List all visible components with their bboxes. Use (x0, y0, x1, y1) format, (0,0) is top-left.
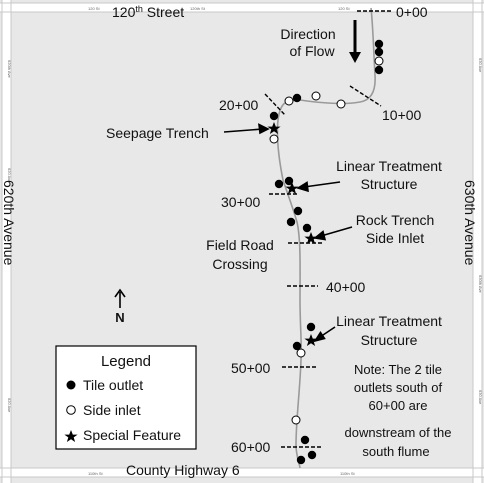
tile-outlet-marker (274, 179, 284, 189)
stream-channel (276, 7, 376, 469)
road-name-south: County Highway 6 (126, 462, 240, 478)
road-label-north-mid: 120th St (190, 6, 206, 11)
road-label-east-top: 630 Ave (478, 58, 483, 73)
tile-outlet-marker (374, 65, 384, 75)
callout-arrows (223, 123, 353, 343)
legend-title: Legend (101, 353, 151, 370)
side-inlet-marker (311, 91, 321, 101)
legend-tile-outlet-symbol (66, 380, 76, 390)
tile-outlet-marker (300, 435, 310, 445)
road-county-highway-6 (0, 468, 484, 477)
note-line1: Note: The 2 tile (354, 362, 442, 377)
note-line3: 60+00 are (369, 398, 428, 413)
legend-special-feature-label: Special Feature (83, 427, 181, 443)
tile-outlet-marker (292, 341, 302, 351)
side-inlet-marker (284, 96, 294, 106)
tile-outlet-marker (286, 217, 296, 227)
special-feature-star-lts1 (285, 182, 299, 194)
callout-arrow-lts1 (303, 181, 341, 188)
note-line5: south flume (362, 444, 429, 459)
road-label-south-right: 110th St (340, 471, 355, 476)
station-label-10: 10+00 (382, 107, 422, 123)
road-label-west-mid: 620 Ave (7, 168, 12, 183)
road-label-east-mid: 630th Ave (478, 275, 483, 293)
side-inlet-marker (269, 134, 279, 144)
label-field-road-line1: Field Road (206, 237, 274, 253)
label-rock-trench-line1: Rock Trench (356, 212, 435, 228)
special-feature-star-rock-trench (304, 232, 318, 244)
tile-outlets (269, 39, 384, 465)
label-field-road-line2: Crossing (212, 256, 267, 272)
label-lts2-line2: Structure (361, 332, 418, 348)
legend-special-feature-symbol (64, 430, 78, 442)
callout-arrow-seepage (223, 128, 264, 133)
road-630th-avenue (473, 0, 482, 483)
note-line4: downstream of the (345, 425, 452, 440)
special-feature-star-seepage (267, 122, 281, 134)
tile-outlet-marker (269, 111, 279, 121)
callout-arrow-rock-trench (320, 226, 353, 237)
legend-side-inlet-symbol (66, 405, 76, 415)
tile-outlet-marker (292, 93, 302, 103)
side-inlet-marker (296, 348, 306, 358)
station-label-20: 20+00 (219, 97, 259, 113)
flow-label-line1: Direction (280, 26, 335, 42)
label-seepage-trench: Seepage Trench (106, 125, 209, 141)
station-tick-20 (264, 93, 286, 116)
label-rock-trench-line2: Side Inlet (366, 230, 424, 246)
road-label-west-bottom: 620 Ave (7, 398, 12, 413)
road-label-south-left: 110th St (88, 471, 103, 476)
station-label-50: 50+00 (231, 360, 271, 376)
station-tick-10 (349, 85, 382, 107)
tile-outlet-marker (293, 206, 303, 216)
road-name-east: 630th Avenue (462, 180, 478, 266)
tile-outlet-marker (284, 176, 294, 186)
note-line2: outlets south of (354, 380, 443, 395)
legend-side-inlet-label: Side inlet (83, 402, 141, 418)
north-arrow: N (114, 288, 126, 325)
road-620th-avenue (2, 0, 11, 483)
road-120th-street (0, 3, 484, 12)
flow-label-line2: of Flow (289, 43, 335, 59)
tile-outlet-marker (374, 39, 384, 49)
tile-outlet-marker (306, 322, 316, 332)
tile-outlet-marker (302, 223, 312, 233)
label-lts2-line1: Linear Treatment (336, 313, 442, 329)
side-inlets (269, 56, 384, 425)
legend-tile-outlet-label: Tile outlet (83, 377, 143, 393)
station-label-0: 0+00 (396, 4, 428, 20)
road-label-east-bottom: 630 Ave (478, 390, 483, 405)
tile-outlet-marker (307, 450, 317, 460)
tile-outlet-marker (374, 47, 384, 57)
label-lts1-line1: Linear Treatment (336, 158, 442, 174)
side-inlet-marker (336, 99, 346, 109)
north-arrow-head (114, 288, 126, 298)
flow-arrow-head (349, 52, 361, 63)
station-label-60: 60+00 (231, 439, 271, 455)
special-features (267, 122, 318, 346)
road-name-west: 620th Avenue (1, 180, 17, 266)
road-label-north-left: 120 St (88, 6, 100, 11)
road-label-west-top: 620th Ave (7, 60, 12, 78)
legend: Legend Tile outlet Side inlet Special Fe… (55, 345, 197, 450)
station-label-30: 30+00 (221, 194, 261, 210)
label-lts1-line2: Structure (361, 176, 418, 192)
side-inlet-marker (291, 415, 301, 425)
road-label-north-right: 120 St (338, 6, 350, 11)
road-name-north: 120th Street (112, 4, 184, 20)
legend-box (55, 345, 197, 450)
north-arrow-label: N (115, 310, 124, 325)
tile-outlet-marker (296, 455, 306, 465)
station-label-40: 40+00 (326, 279, 366, 295)
special-feature-star-lts2 (304, 334, 318, 346)
side-inlet-marker (374, 56, 384, 66)
